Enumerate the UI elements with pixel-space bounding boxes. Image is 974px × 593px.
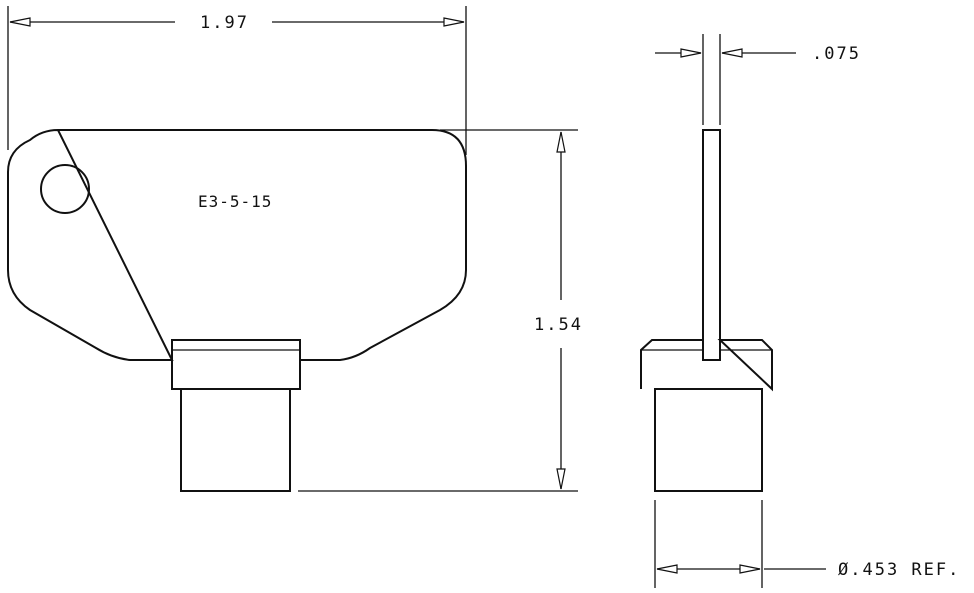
front-view (7, 128, 467, 492)
shank-front (180, 388, 291, 492)
key-hole (40, 164, 90, 214)
dim-thickness-text: .075 (812, 44, 861, 64)
collar-front (171, 339, 301, 390)
dim-height-text: 1.54 (534, 315, 583, 335)
dim-diameter-text: Ø.453 REF. (838, 560, 960, 580)
side-view (640, 129, 773, 492)
thickness-dimension: .075 (655, 34, 861, 125)
height-dimension: 1.54 (298, 129, 583, 492)
part-label: E3-5-15 (198, 192, 272, 211)
collar-side (640, 339, 773, 392)
shank-side (654, 388, 763, 492)
diameter-dimension: Ø.453 REF. (654, 500, 960, 588)
dim-width-text: 1.97 (200, 13, 249, 33)
width-dimension: 1.97 (7, 6, 467, 155)
key-head-outline (7, 128, 467, 361)
blade-side (702, 129, 721, 361)
